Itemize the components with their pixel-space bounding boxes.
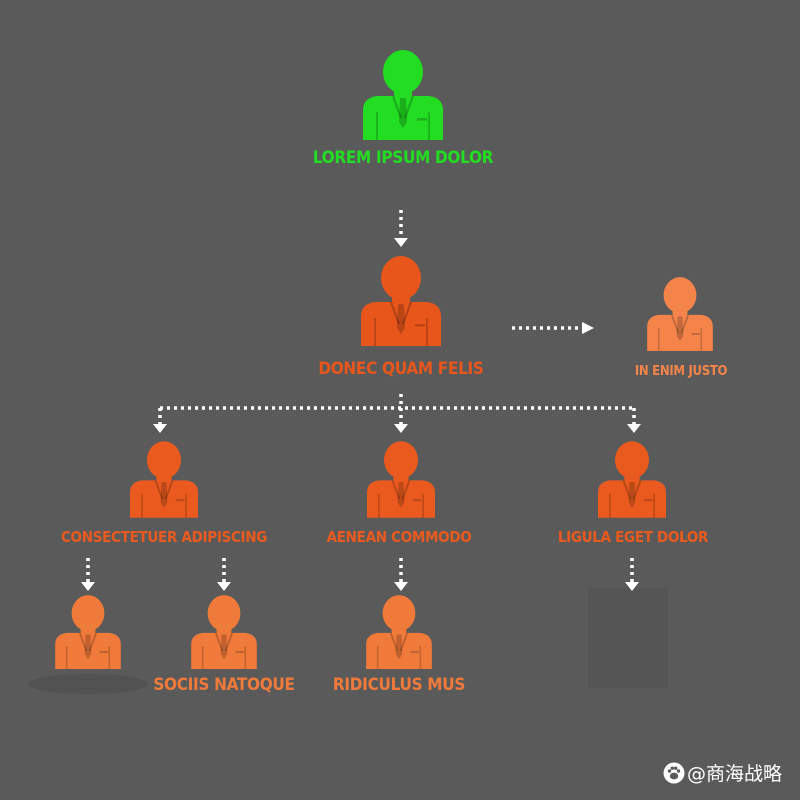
arrowhead-icon [394,582,408,591]
node-label-manager: DONEC QUAM FELIS [318,359,483,379]
node-label-center: AENEAN COMMODO [327,528,472,546]
watermark-text: @商海战略 [686,763,782,785]
node-label-left: CONSECTETUER ADIPISCING [61,528,267,546]
node-label-root: LOREM IPSUM DOLOR [313,148,494,168]
arrowhead-icon [153,424,167,433]
node-label-side: IN ENIM JUSTO [635,364,728,379]
arrowhead-icon [627,424,641,433]
watermark: @商海战略 [663,759,782,786]
paw-icon [663,762,685,783]
person-icon-right [597,440,667,519]
person-icon-center-child [365,594,433,670]
arrowhead-icon [217,582,231,591]
person-icon-side [646,276,714,352]
node-label-left-child-2: SOCIIS NATOQUE [153,675,294,695]
shadow [28,674,148,694]
connectors [86,210,636,582]
arrowhead-icon [81,582,95,591]
node-label-right: LIGULA EGET DOLOR [558,528,709,546]
person-icon-left-child-2 [190,594,258,670]
person-icon-left-child-1 [54,594,122,670]
arrowhead-icon [582,322,594,334]
node-label-center-child: RIDICULUS MUS [333,675,465,695]
person-icon-left [129,440,199,519]
person-icon-center [366,440,436,519]
empty-slot [588,588,668,688]
arrowhead-icon [394,424,408,433]
person-icon-root [361,48,445,142]
arrowheads [81,238,641,591]
arrowhead-icon [394,238,408,247]
person-icon-manager [359,254,443,348]
arrowhead-icon [625,582,639,591]
